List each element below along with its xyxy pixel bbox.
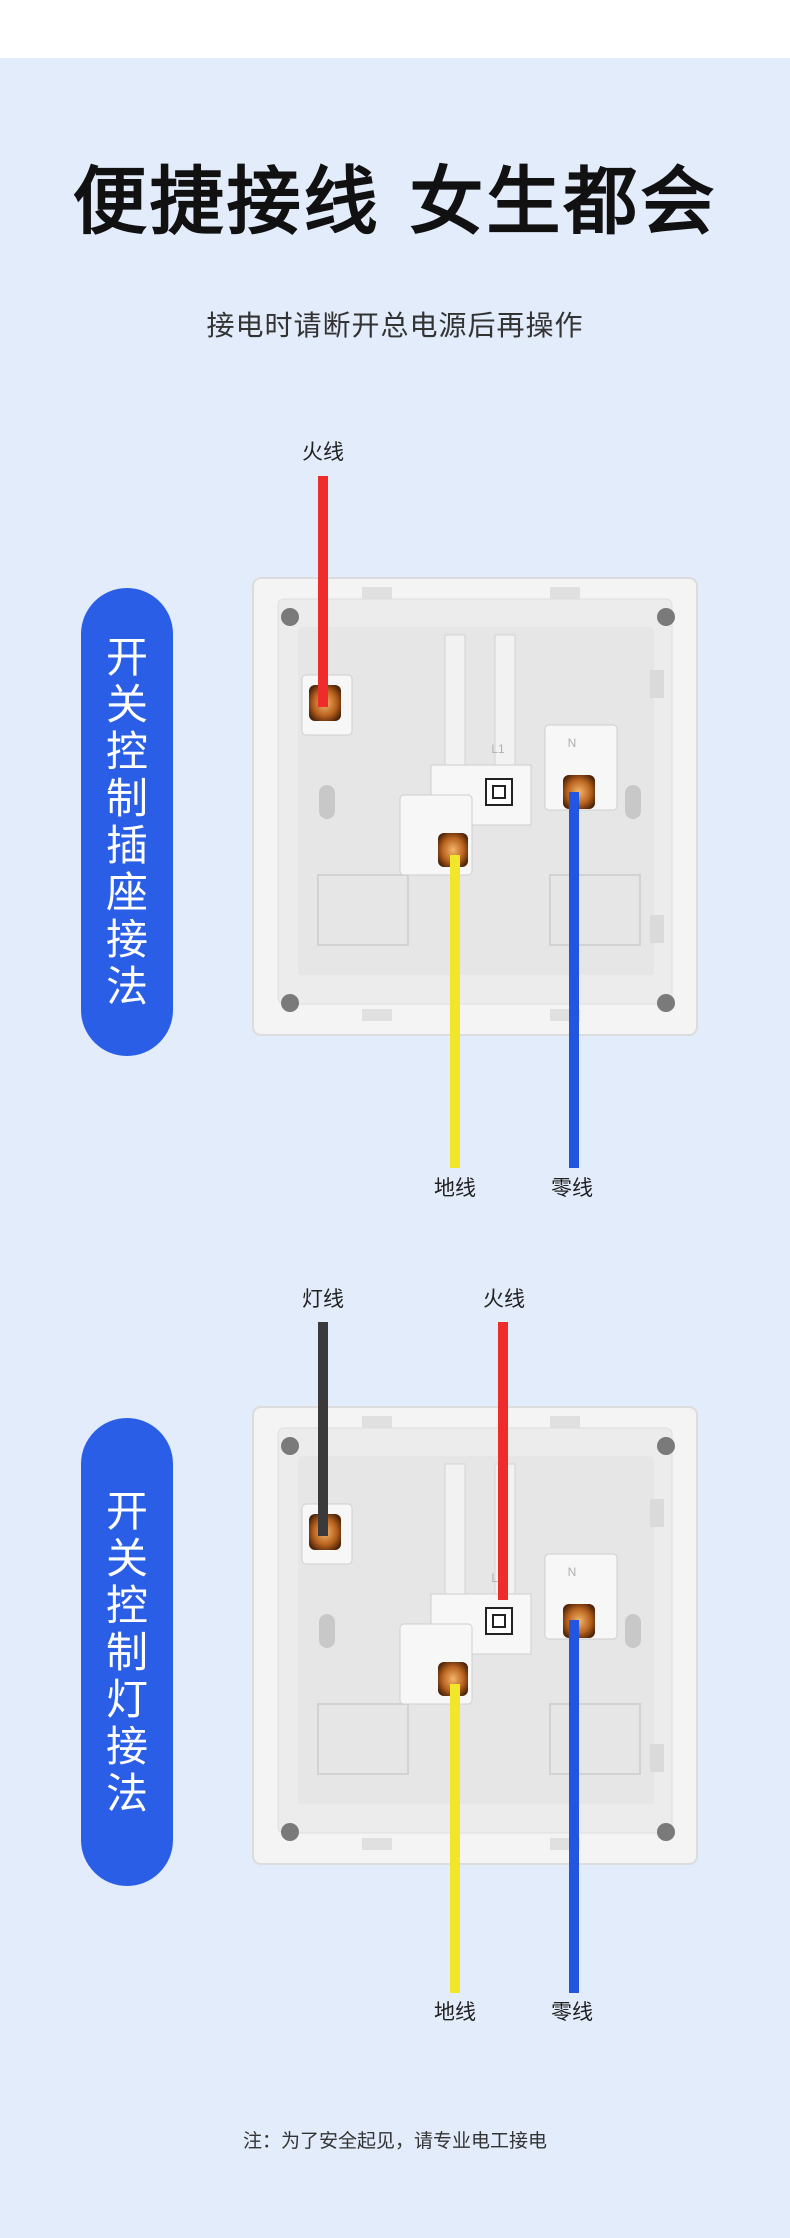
socket-diagram: L1 N: [252, 577, 698, 1036]
label-live-socket: 火线: [302, 440, 344, 464]
page-subtitle: 接电时请断开总电源后再操作: [206, 309, 584, 342]
section-label-char: 关: [105, 1533, 148, 1583]
section-label-char: 制: [105, 1627, 148, 1677]
label-neutral-light: 零线: [551, 2000, 593, 2024]
section-label-char: 控: [105, 727, 148, 776]
section-label-socket: 开关控制插座接法: [81, 588, 173, 1056]
section-label-char: 插: [105, 821, 148, 870]
terminal-earth: [438, 833, 468, 867]
terminal-mark-l1: L1: [491, 742, 505, 756]
terminal-earth: [438, 1662, 468, 1696]
section-label-char: 接: [105, 915, 148, 964]
section-label-char: 关: [105, 680, 148, 729]
terminal-l1-empty: [485, 778, 513, 806]
label-live-light: 火线: [483, 1287, 525, 1311]
section-label-char: 制: [105, 774, 148, 823]
page-title: 便捷接线 女生都会: [72, 159, 718, 245]
terminal-l1: [485, 1607, 513, 1635]
section-label-light: 开关控制灯接法: [81, 1418, 173, 1886]
safety-footnote: 注：为了安全起见，请专业电工接电: [242, 2130, 547, 2152]
terminal-mark-n: N: [568, 736, 577, 750]
light-diagram: L1 N: [252, 1406, 698, 1865]
section-label-char: 灯: [105, 1674, 148, 1724]
terminal-mark-n: N: [568, 1565, 577, 1579]
label-earth-socket: 地线: [434, 1176, 476, 1200]
section-label-char: 法: [105, 1768, 148, 1818]
section-label-char: 开: [105, 1486, 148, 1536]
section-label-char: 控: [105, 1580, 148, 1630]
label-neutral-socket: 零线: [551, 1176, 593, 1200]
section-label-char: 法: [105, 962, 148, 1011]
label-earth-light: 地线: [434, 2000, 476, 2024]
section-label-char: 座: [105, 868, 148, 917]
section-label-char: 接: [105, 1721, 148, 1771]
switch-back-plate: [252, 1406, 698, 1865]
section-label-char: 开: [105, 633, 148, 682]
switch-back-plate: [252, 577, 698, 1036]
label-lamp-light: 灯线: [302, 1287, 344, 1311]
